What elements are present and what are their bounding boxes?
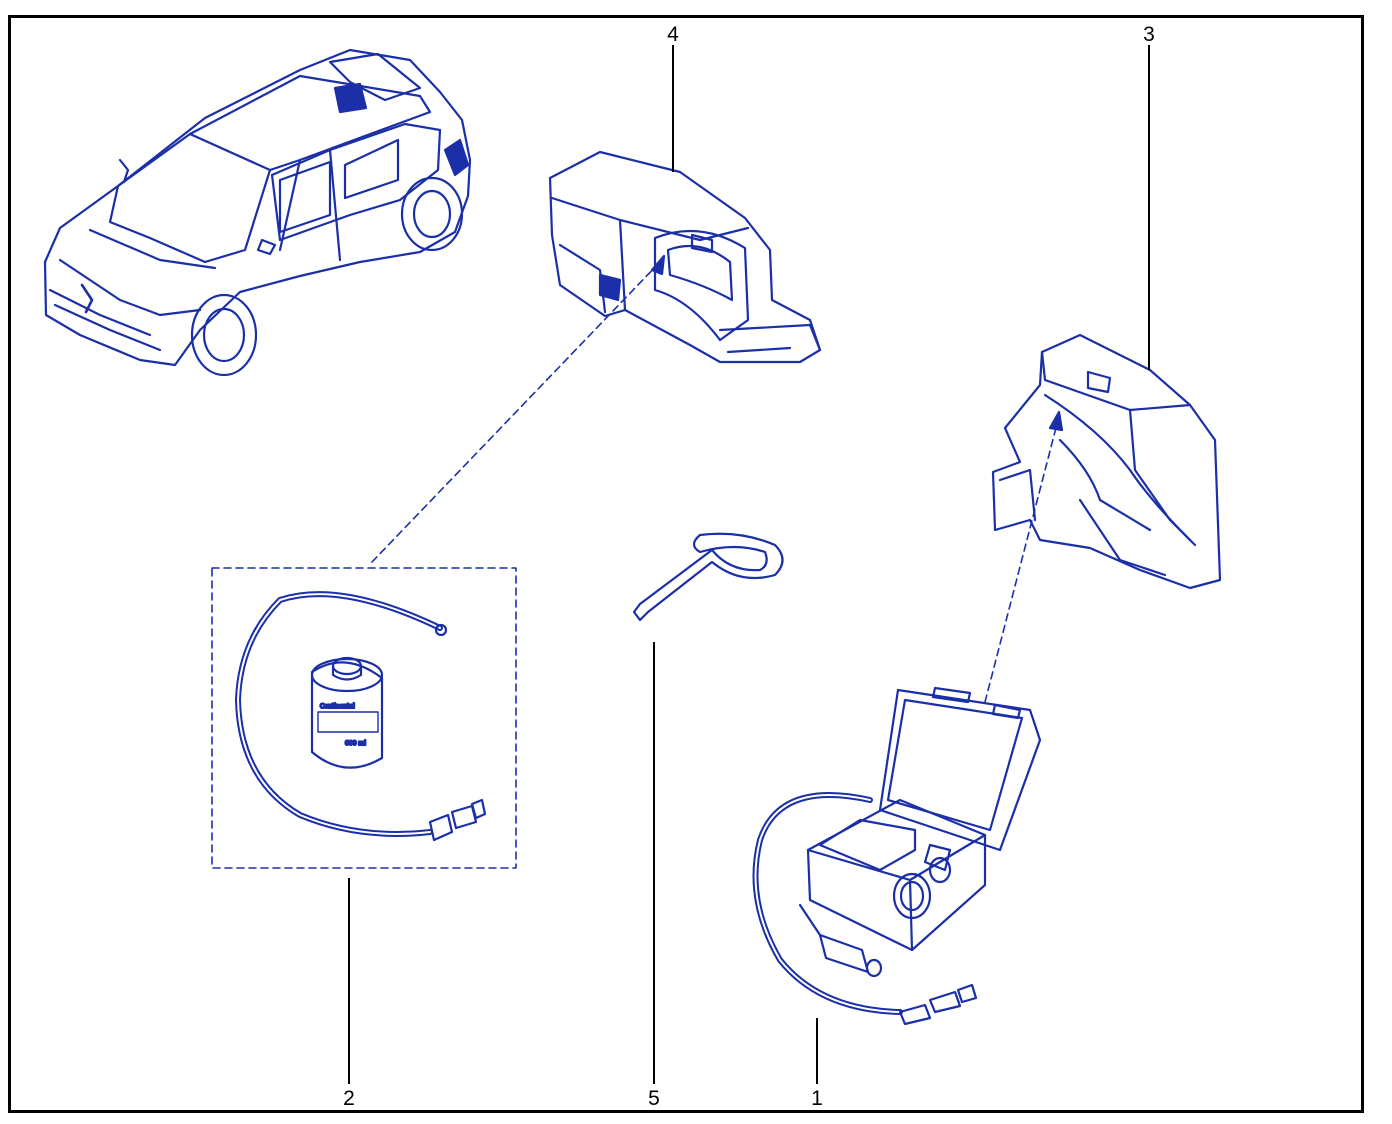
bottle-volume-label: 600 ml bbox=[345, 740, 366, 747]
callout-1: 1 bbox=[811, 1087, 823, 1110]
part-1-compressor bbox=[752, 686, 1042, 1026]
callout-2: 2 bbox=[343, 1087, 355, 1110]
part-4-foam-tray bbox=[548, 150, 822, 364]
callout-4: 4 bbox=[667, 23, 679, 46]
part-3-foam-block bbox=[991, 333, 1222, 590]
vehicle-illustration bbox=[43, 48, 472, 377]
part-5-hook-tool bbox=[632, 532, 784, 622]
assembly-guides bbox=[211, 261, 1059, 869]
bottle-brand-label: Continental bbox=[320, 703, 355, 710]
part-2-sealant-kit bbox=[235, 591, 487, 842]
callout-3: 3 bbox=[1143, 23, 1155, 46]
diagram-frame bbox=[8, 15, 1364, 1113]
callout-leaders bbox=[348, 45, 1150, 1084]
callout-5: 5 bbox=[648, 1087, 660, 1110]
